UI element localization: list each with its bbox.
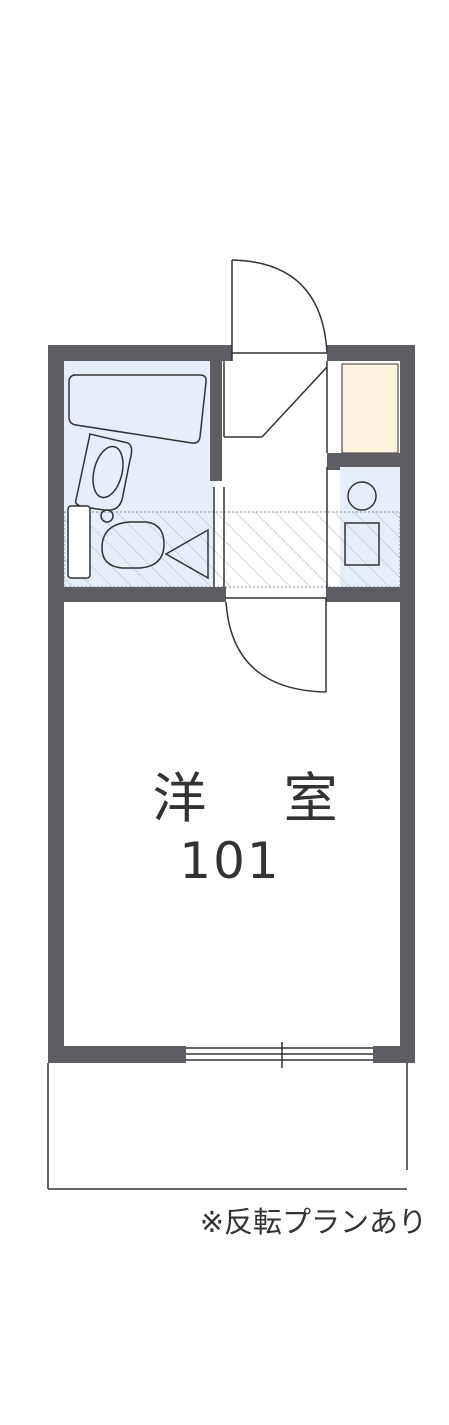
walls <box>48 345 415 1063</box>
room-door <box>225 597 327 693</box>
entrance-door <box>231 259 328 361</box>
room-name-label: 洋 室 <box>152 767 368 830</box>
storage-closet <box>341 363 399 454</box>
bath-sink-icon <box>67 505 209 580</box>
window <box>186 1042 373 1068</box>
reverse-plan-note: ※反転プランあり <box>199 1205 427 1239</box>
bathtub-icon <box>68 374 207 444</box>
toilet-icon <box>74 433 133 523</box>
room-number-label: 101 <box>179 832 281 890</box>
balcony-outline <box>47 1063 408 1190</box>
wash-basin-icon <box>344 481 380 566</box>
interior-lines <box>213 361 328 587</box>
